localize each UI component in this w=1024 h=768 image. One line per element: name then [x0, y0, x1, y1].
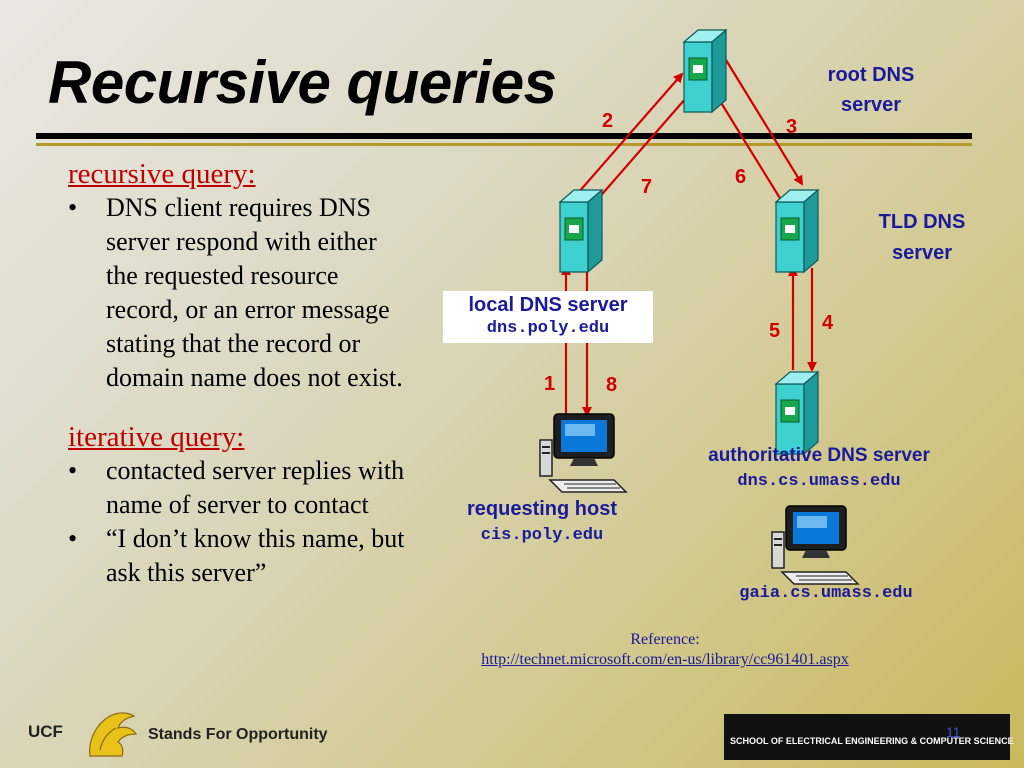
step-5-label: 5: [769, 320, 781, 342]
reference-label: Reference:: [630, 631, 700, 648]
step-1-label: 1: [544, 373, 556, 395]
arrow-2: [577, 72, 684, 194]
local-dns-label: local DNS server: [468, 294, 628, 316]
tld-dns-label: TLD DNS server: [878, 211, 966, 264]
bullet-dot: •: [68, 456, 78, 485]
root-dns-label: root DNS server: [827, 64, 915, 116]
step-6-label: 6: [735, 166, 747, 188]
school-banner: SCHOOL OF ELECTRICAL ENGINEERING & COMPU…: [724, 714, 1014, 760]
authoritative-dns-label: authoritative DNS server: [708, 445, 930, 466]
pegasus-logo-icon: [89, 712, 138, 757]
iterative-query-heading: iterative query:: [68, 421, 245, 453]
title-rule-black: [36, 133, 972, 139]
arrow-7: [588, 97, 687, 210]
school-name: SCHOOL OF ELECTRICAL ENGINEERING & COMPU…: [730, 736, 1014, 746]
reference: Reference: http://technet.microsoft.com/…: [420, 630, 910, 670]
iterative-bullet-text: contacted server replies with name of se…: [106, 456, 405, 519]
bullet-dot: •: [68, 524, 78, 553]
requesting-host-name: cis.poly.edu: [480, 526, 604, 545]
local-dns-host: dns.poly.edu: [486, 319, 610, 338]
iterative-bullet: • contacted server replies with name of …: [68, 454, 408, 522]
step-2-label: 2: [602, 110, 614, 132]
recursive-bullet: • DNS client requires DNS server respond…: [68, 191, 408, 395]
step-7-label: 7: [641, 176, 653, 198]
iterative-bullet: • “I don’t know this name, but ask this …: [68, 522, 408, 590]
authoritative-dns-host: dns.cs.umass.edu: [737, 472, 901, 491]
gaia-host-name: gaia.cs.umass.edu: [739, 584, 913, 603]
step-4-label: 4: [822, 312, 834, 334]
step-8-label: 8: [606, 374, 618, 396]
gaia-host-computer-icon: [771, 505, 859, 585]
page-number: 11: [946, 724, 961, 740]
tld-dns-server-icon: [775, 189, 819, 273]
ucf-tagline: Stands For Opportunity: [148, 726, 328, 743]
arrow-6: [710, 86, 787, 209]
title-rule-gold: [36, 143, 972, 146]
arrow-3: [725, 59, 804, 186]
step-3-label: 3: [786, 116, 798, 138]
authoritative-dns-server-icon: [775, 371, 819, 455]
requesting-host-label: requesting host: [466, 498, 617, 520]
recursive-bullet-text: DNS client requires DNS server respond w…: [106, 193, 403, 392]
local-dns-server-icon: [559, 189, 603, 273]
root-dns-server-icon: [683, 29, 727, 113]
requesting-host-computer-icon: [539, 413, 627, 493]
bullet-dot: •: [68, 193, 78, 222]
recursive-query-heading: recursive query:: [68, 158, 256, 190]
text-column: recursive query: • DNS client requires D…: [68, 157, 408, 590]
iterative-bullet-text: “I don’t know this name, but ask this se…: [106, 524, 405, 587]
slide-title: Recursive queries: [48, 49, 557, 116]
ucf-wordmark: UCF: [28, 722, 63, 741]
local-dns-label-box: local DNS server dns.poly.edu: [443, 291, 653, 343]
reference-link[interactable]: http://technet.microsoft.com/en-us/libra…: [481, 651, 849, 668]
